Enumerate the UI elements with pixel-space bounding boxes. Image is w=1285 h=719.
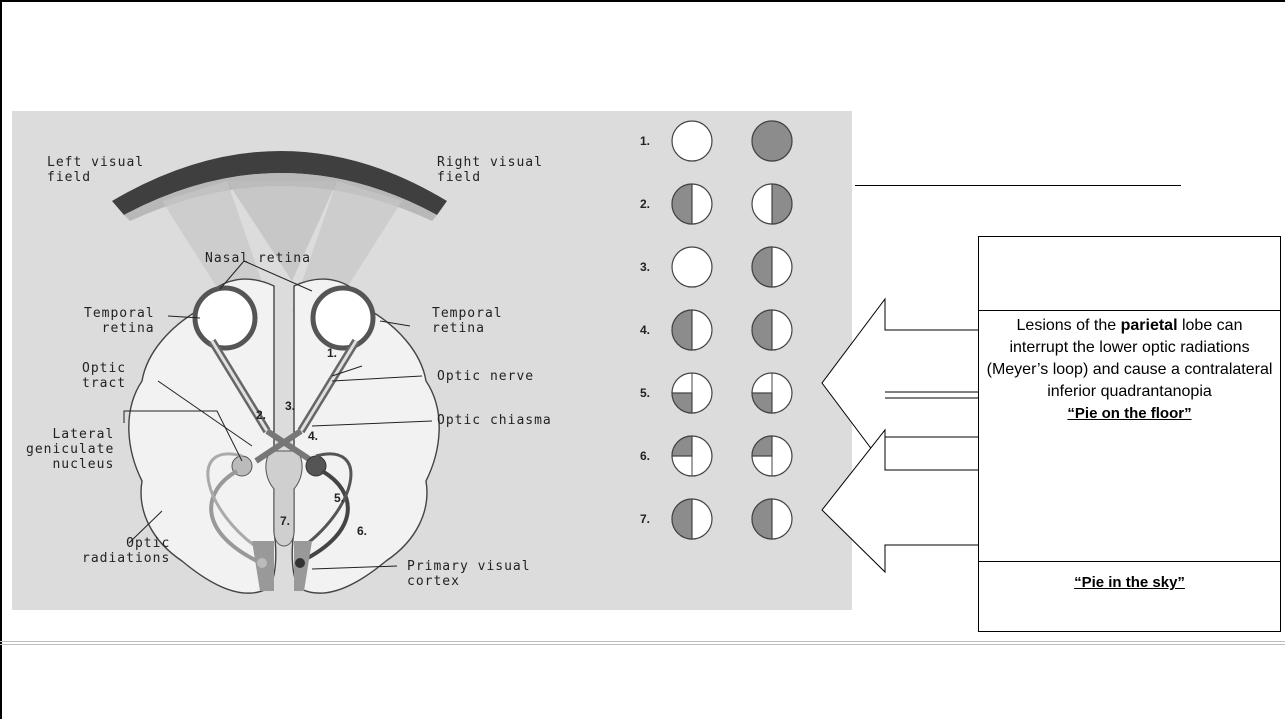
right-nerve-inner — [299, 340, 358, 432]
label-lateral-geniculate-nucleus: Lateral geniculate nucleus — [26, 427, 115, 472]
callout-box-top — [978, 236, 1281, 311]
lesion-number-4: 4. — [308, 429, 319, 443]
footer-divider — [0, 641, 1285, 642]
label-optic-radiations: Optic radiations — [82, 536, 171, 566]
left-nerve-inner — [210, 340, 269, 432]
right-cortex-dot — [295, 558, 305, 568]
label-left-visual-field: Left visual field — [47, 155, 145, 185]
left-radiation-upper — [206, 452, 263, 553]
arrow-gap-line — [885, 391, 978, 399]
brainstem — [265, 450, 303, 547]
arrow-upper — [821, 297, 978, 469]
lesion-number-6: 6. — [357, 524, 368, 538]
lesion-number-2: 2. — [256, 408, 267, 422]
label-optic-tract: Optic tract — [82, 361, 127, 391]
left-cortex-dot — [257, 558, 267, 568]
lesion-number-3: 3. — [285, 399, 296, 413]
label-temporal-retina-right: Temporal retina — [432, 306, 503, 336]
right-radiation-lower — [301, 469, 350, 563]
pie-on-the-floor: “Pie on the floor” — [1067, 405, 1192, 422]
lesion-number-5: 5. — [334, 491, 345, 505]
chiasma-cross-1 — [265, 428, 314, 464]
label-optic-chiasma: Optic chiasma — [437, 413, 552, 428]
label-temporal-retina-left: Temporal retina — [84, 306, 155, 336]
pie-in-the-sky: “Pie in the sky” — [1074, 574, 1185, 591]
decorative-line — [855, 185, 1181, 186]
chiasma-cross-2 — [254, 428, 303, 464]
label-primary-visual-cortex: Primary visual cortex — [407, 559, 531, 589]
lesion-number-7: 7. — [280, 514, 291, 528]
leader-lines — [123, 260, 433, 570]
callout-text-1: Lesions of the — [1016, 317, 1121, 334]
arrow-lower — [821, 428, 978, 574]
visual-field-light — [124, 173, 437, 221]
frame-top — [0, 0, 1285, 2]
left-radiation-lower — [209, 469, 258, 563]
label-optic-nerve: Optic nerve — [437, 369, 535, 384]
label-right-visual-field: Right visual field — [437, 155, 543, 185]
lesion-number-1: 1. — [327, 346, 338, 360]
right-eye — [310, 285, 376, 351]
right-radiation-upper — [296, 452, 353, 553]
callout-box-main: Lesions of the parietal lobe can interru… — [978, 310, 1281, 562]
frame-left — [0, 0, 2, 719]
callout-box-bottom: “Pie in the sky” — [978, 561, 1281, 632]
visual-field-arc — [112, 151, 447, 215]
visual-pathway-drawing — [112, 151, 447, 594]
label-nasal-retina: Nasal retina — [205, 251, 311, 266]
footer-divider-2 — [0, 644, 1285, 645]
projection-cones-3 — [227, 181, 337, 281]
callout-text-bold: parietal — [1120, 317, 1178, 334]
callout-text-2: lobe can interrupt the lower optic radia… — [986, 317, 1273, 400]
